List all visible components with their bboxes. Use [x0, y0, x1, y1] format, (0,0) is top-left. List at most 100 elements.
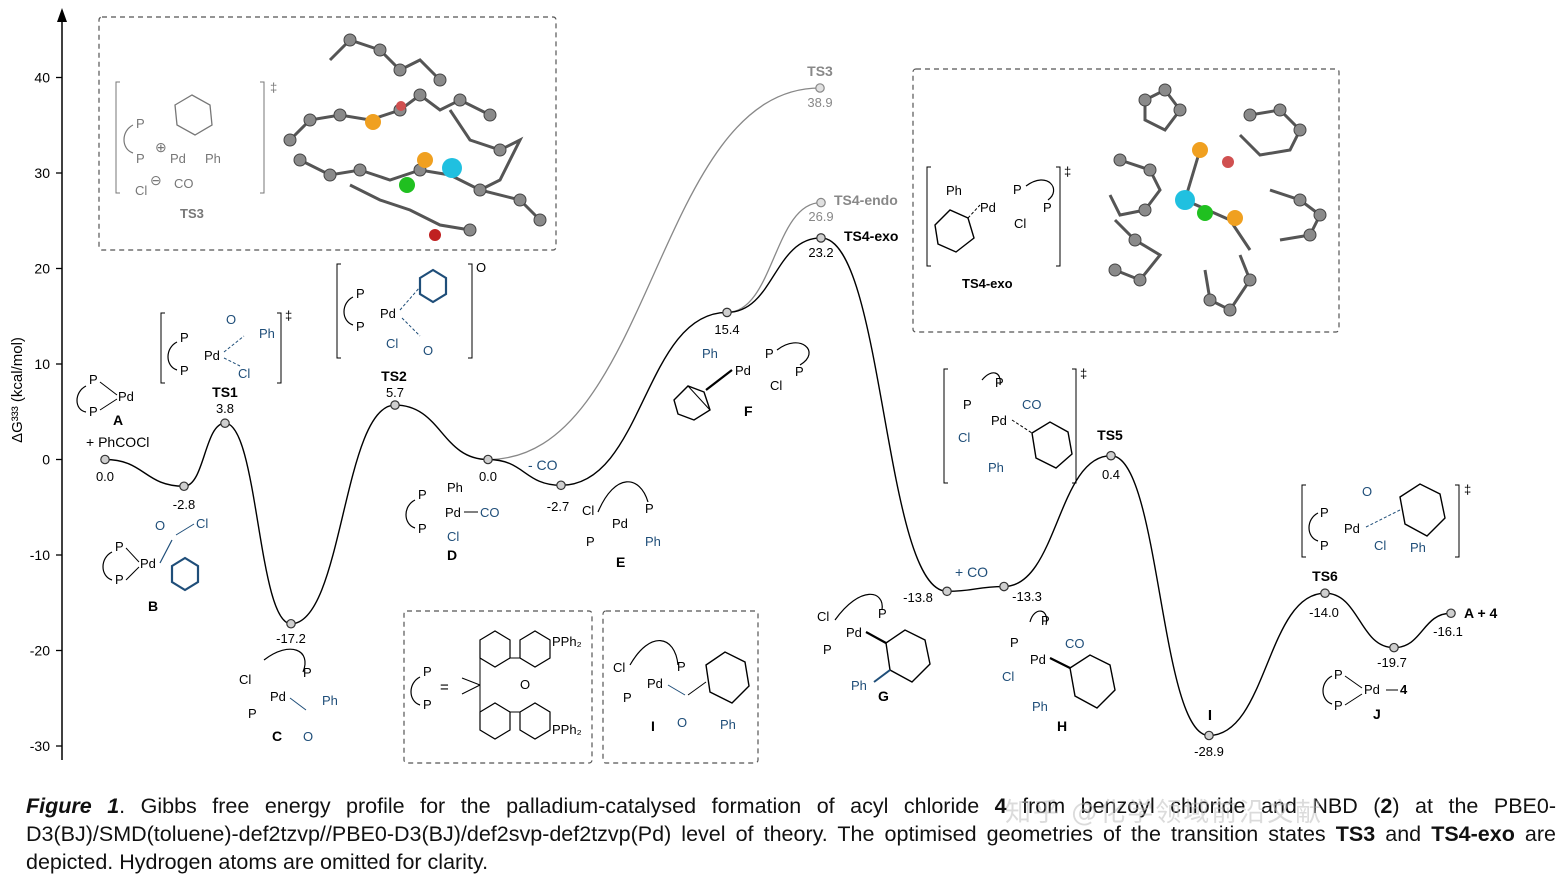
ts4exo-3d-model [1108, 83, 1327, 317]
structure-I: Cl Pd P P O Ph I [613, 640, 750, 734]
svg-text:Ph: Ph [645, 534, 661, 549]
caption-text-2: from benzoyl chloride and NBD ( [1006, 794, 1381, 818]
label-TS5: TS5 [1097, 427, 1123, 443]
inset-ts4exo-label: TS4-exo [962, 276, 1013, 291]
svg-text:Cl: Cl [1002, 669, 1014, 684]
svg-text:⊖: ⊖ [150, 172, 162, 188]
svg-text:P: P [1334, 667, 1343, 682]
caption-label: Figure 1 [26, 794, 120, 818]
point-TS4-exo [816, 233, 826, 243]
palladium-atom-icon [442, 158, 462, 178]
svg-text:Pd: Pd [1030, 652, 1046, 667]
svg-text:Cl: Cl [613, 660, 625, 675]
structure-H: P CO P Pd Cl Ph H [1002, 610, 1116, 734]
svg-text:P: P [303, 665, 312, 680]
caption-text-3: ) at the PBE0-D3(BJ)/SMD(toluene)-def2tz… [26, 794, 1556, 846]
structure-F: Ph Pd P Cl P F [673, 342, 810, 421]
svg-text:P: P [1010, 635, 1019, 650]
legend-ligand-box [403, 610, 593, 764]
svg-text:P: P [1320, 538, 1329, 553]
value-G: -13.8 [903, 590, 933, 605]
svg-text:PPh₂: PPh₂ [552, 722, 582, 737]
svg-text:Ph: Ph [447, 480, 463, 495]
label-TS2: TS2 [381, 368, 407, 384]
value-TS3: 38.9 [807, 95, 832, 110]
svg-text:‡: ‡ [1464, 482, 1471, 497]
value-H: -13.3 [1012, 589, 1042, 604]
svg-text:P: P [963, 397, 972, 412]
svg-text:P: P [423, 697, 432, 712]
inset-ts3-label: TS3 [180, 206, 204, 221]
alt-path-ts3 [487, 87, 821, 461]
phosphorus-atom-icon [365, 114, 381, 130]
svg-text:Pd: Pd [991, 413, 1007, 428]
svg-text:Cl: Cl [958, 430, 970, 445]
point-E [556, 480, 566, 491]
svg-text:O: O [423, 343, 433, 358]
svg-text:Cl: Cl [135, 183, 147, 198]
label-TS1: TS1 [212, 384, 238, 400]
value-I: -28.9 [1194, 744, 1224, 759]
svg-text:Pd: Pd [380, 306, 396, 321]
caption-text-1: . Gibbs free energy profile for the pall… [119, 794, 995, 818]
svg-text:Ph: Ph [702, 346, 718, 361]
svg-text:P: P [180, 363, 189, 378]
svg-text:P: P [248, 706, 257, 721]
svg-text:P: P [765, 346, 774, 361]
svg-text:P: P [423, 664, 432, 679]
svg-text:Ph: Ph [946, 183, 962, 198]
svg-text:‡: ‡ [1064, 164, 1071, 179]
structure-TS6: ‡ P P Pd O Cl Ph [1301, 482, 1471, 558]
svg-text:Cl: Cl [770, 378, 782, 393]
svg-text:Ph: Ph [988, 460, 1004, 475]
value-F: 15.4 [714, 322, 739, 337]
annotation-plus-phcocl: + PhCOCl [86, 434, 149, 450]
point-A [100, 454, 110, 465]
point-D [483, 454, 493, 465]
svg-text:CO: CO [1022, 397, 1042, 412]
svg-text:Ph: Ph [322, 693, 338, 708]
oxygen-atom-icon [429, 229, 441, 241]
caption-and: and [1375, 822, 1432, 846]
svg-text:Pd: Pd [118, 389, 134, 404]
label-TS3: TS3 [807, 63, 833, 79]
label-G: G [878, 688, 889, 704]
y-tick-label: 20 [34, 261, 50, 277]
inset-ts3: ‡ P P Pd Ph CO Cl ⊕ ⊖ TS3 [115, 80, 277, 221]
phosphorus-atom-icon [1192, 142, 1208, 158]
svg-text:Ph: Ph [851, 678, 867, 693]
svg-text:‡: ‡ [270, 80, 277, 95]
value-TS4-exo: 23.2 [808, 245, 833, 260]
point-G [942, 586, 952, 597]
structure-C: Cl P P Pd Ph O C [239, 648, 338, 744]
structure-B: P P Pd O Cl B [102, 516, 208, 614]
annotation-plus-co: + CO [955, 564, 988, 580]
svg-text:P: P [823, 642, 832, 657]
caption-compound-4: 4 [994, 794, 1007, 818]
point-C [286, 618, 296, 629]
svg-text:Pd: Pd [170, 151, 186, 166]
y-tick-label: 0 [42, 452, 50, 468]
svg-text:P: P [115, 572, 124, 587]
value-E: -2.7 [547, 499, 569, 514]
y-tick-label: -30 [30, 738, 50, 754]
svg-text:Ph: Ph [205, 151, 221, 166]
svg-text:P: P [136, 116, 145, 131]
svg-text:P: P [1041, 613, 1050, 628]
label-D: D [447, 547, 457, 563]
svg-text:Pd: Pd [980, 200, 996, 215]
caption-ts4exo: TS4-exo [1431, 822, 1515, 846]
svg-text:P: P [89, 404, 98, 419]
alt-path-ts4-endo [726, 201, 822, 314]
svg-text:P: P [180, 330, 189, 345]
structure-J: P P Pd 4 J [1322, 667, 1408, 722]
point-TS1 [220, 418, 230, 429]
svg-text:P: P [623, 690, 632, 705]
svg-text:CO: CO [480, 505, 500, 520]
watermark: 知乎 @化学领域前沿文献 [1005, 798, 1324, 828]
svg-text:P: P [418, 487, 427, 502]
point-TS4-endo [816, 197, 826, 208]
